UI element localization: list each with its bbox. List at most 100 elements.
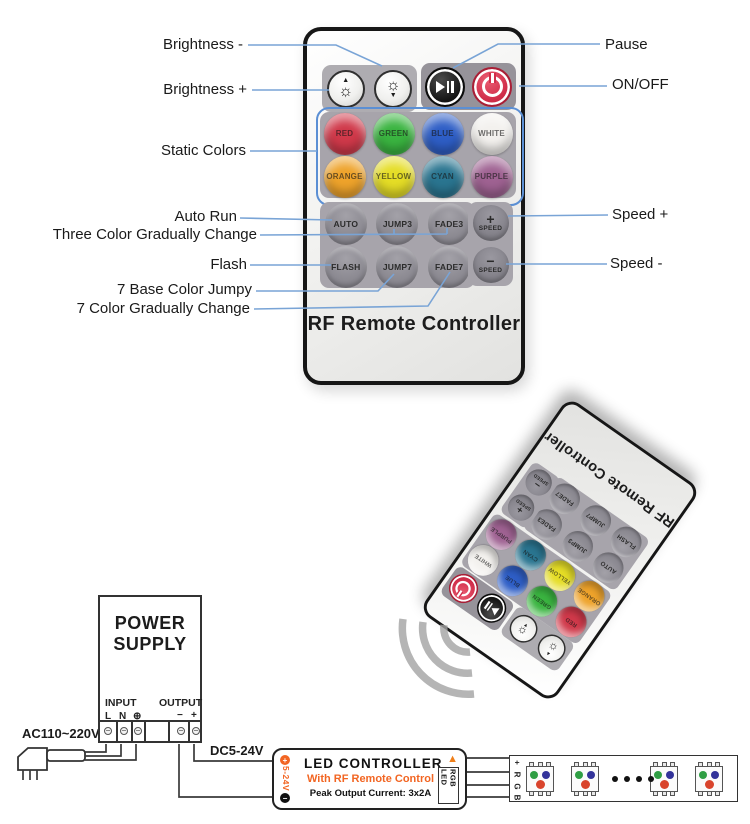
brightness-up-button[interactable]: ▲ ☼ <box>326 69 365 108</box>
led-chip <box>571 762 599 796</box>
warning-triangle-icon: ▲ <box>447 753 458 765</box>
led-chip <box>650 762 678 796</box>
wire-input-l <box>85 744 107 753</box>
label-three-color: Three Color Gradually Change <box>52 226 257 243</box>
label-on-off: ON/OFF <box>612 76 669 93</box>
input-label: INPUT <box>105 697 137 709</box>
color-button-yellow[interactable]: YELLOW <box>372 155 415 198</box>
ellipsis-dot <box>648 776 654 782</box>
mode-panel: AUTO JUMP3 FADE3 FLASH JUMP7 FADE7 <box>320 202 475 288</box>
red-led <box>704 780 714 789</box>
speed-up-button[interactable]: + SPEED <box>472 205 509 241</box>
terminal-l-label: L <box>105 711 112 722</box>
led-controller-title: LED CONTROLLER <box>304 756 443 771</box>
auto-button[interactable]: AUTO <box>324 202 367 245</box>
power-supply-title-line1: POWER <box>114 613 186 633</box>
voltage-range-label: 5-24V <box>281 766 291 792</box>
color-button-white[interactable]: WHITE <box>470 112 513 155</box>
ac-plug-icon <box>17 747 48 771</box>
red-led <box>580 780 590 789</box>
color-button-blue[interactable]: BLUE <box>421 112 464 155</box>
speed-text: SPEED <box>478 225 503 232</box>
label-7-base-jumpy: 7 Base Color Jumpy <box>116 281 252 298</box>
green-led <box>654 771 662 779</box>
color-button-red[interactable]: RED <box>323 112 366 155</box>
power-button[interactable] <box>472 66 513 107</box>
speed-text: SPEED <box>478 267 503 274</box>
label-auto-run: Auto Run <box>174 208 237 225</box>
down-arrow-icon: ▼ <box>522 621 530 629</box>
blue-led <box>542 771 550 779</box>
ellipsis-dot <box>636 776 642 782</box>
terminal-plus-label: + <box>191 710 197 721</box>
brightness-panel: ▲ ☼ ☼ ▼ <box>322 65 417 112</box>
pause-bar-icon <box>446 80 450 93</box>
plus-icon: + <box>486 211 495 227</box>
label-static-colors: Static Colors <box>160 142 246 159</box>
led-controller-subtitle: With RF Remote Control <box>307 773 434 785</box>
plus-terminal-icon: + <box>280 755 290 765</box>
flash-button[interactable]: FLASH <box>324 245 367 288</box>
jump3-button[interactable]: JUMP3 <box>376 202 419 245</box>
label-speed-plus: Speed + <box>612 206 669 223</box>
label-pause: Pause <box>605 36 648 53</box>
strip-pin-g: G <box>512 783 522 790</box>
label-brightness-minus: Brightness - <box>162 36 243 53</box>
jump7-button[interactable]: JUMP7 <box>376 245 419 288</box>
output-label: OUTPUT <box>159 697 203 709</box>
fade7-button[interactable]: FADE7 <box>428 245 471 288</box>
terminal-strip <box>98 720 202 743</box>
up-arrow-icon: ▲ <box>342 77 350 84</box>
rf-remote-tilted: ▲ ☼ ☼ ▼ RED GREEN BLUE WHITE ORANGE <box>418 396 702 704</box>
sun-icon: ☼ <box>385 77 401 94</box>
green-led <box>530 771 538 779</box>
color-button-purple[interactable]: PURPLE <box>470 155 513 198</box>
blue-led <box>666 771 674 779</box>
rf-remote-main: ▲ ☼ ☼ ▼ RED GREEN BLUE WHITE ORANGE <box>303 27 525 385</box>
blue-led <box>711 771 719 779</box>
power-icon <box>452 578 474 600</box>
color-button-green[interactable]: GREEN <box>372 112 415 155</box>
dc-voltage-label: DC5-24V <box>210 743 264 758</box>
color-button-orange[interactable]: ORANGE <box>323 155 366 198</box>
screw-terminal-n <box>120 726 128 735</box>
brightness-down-button[interactable]: ☼ ▼ <box>374 69 413 108</box>
power-supply-title: POWER SUPPLY <box>100 613 200 655</box>
play-power-panel <box>421 63 516 110</box>
screw-terminal-plus <box>192 726 200 735</box>
minus-icon: − <box>486 253 495 269</box>
plug-cable <box>46 749 86 762</box>
led-controller-box: LED CONTROLLER With RF Remote Control Pe… <box>272 748 467 810</box>
led-strip: + R G B <box>509 755 738 802</box>
fade3-button[interactable]: FADE3 <box>428 202 471 245</box>
led-chip <box>695 762 723 796</box>
color-button-cyan[interactable]: CYAN <box>421 155 464 198</box>
ac-voltage-label: AC110~220V <box>22 726 100 741</box>
speed-panel: + SPEED − SPEED <box>468 202 513 286</box>
red-led <box>535 780 545 789</box>
strip-pin-plus: + <box>512 760 522 765</box>
speed-down-button[interactable]: − SPEED <box>472 247 509 283</box>
strip-pin-r: R <box>512 771 522 778</box>
remote-title: RF Remote Controller <box>307 313 521 335</box>
blue-led <box>587 771 595 779</box>
screw-terminal-minus <box>177 726 185 735</box>
pause-button[interactable] <box>424 66 465 107</box>
plug-prongs <box>22 770 38 780</box>
label-brightness-plus: Brightness + <box>163 81 247 98</box>
rf-remote-tilted-body: ▲ ☼ ☼ ▼ RED GREEN BLUE WHITE ORANGE <box>418 396 702 704</box>
terminal-earth-icon: ⊕ <box>133 711 142 722</box>
minus-terminal-icon: − <box>280 793 290 803</box>
led-chip <box>526 762 554 796</box>
led-controller-spec: Peak Output Current: 3x2A <box>309 788 432 799</box>
power-supply-box: POWER SUPPLY INPUT OUTPUT L N ⊕ − + <box>98 595 202 743</box>
red-led <box>659 780 669 789</box>
green-led <box>699 771 707 779</box>
rgb-led-port-label: RGB LED <box>438 767 459 804</box>
ellipsis-dot <box>612 776 618 782</box>
ellipsis-dot <box>624 776 630 782</box>
wire-input-n <box>85 744 122 757</box>
sun-icon: ☼ <box>338 83 354 100</box>
play-icon <box>435 80 445 93</box>
power-supply-title-line2: SUPPLY <box>113 634 187 654</box>
